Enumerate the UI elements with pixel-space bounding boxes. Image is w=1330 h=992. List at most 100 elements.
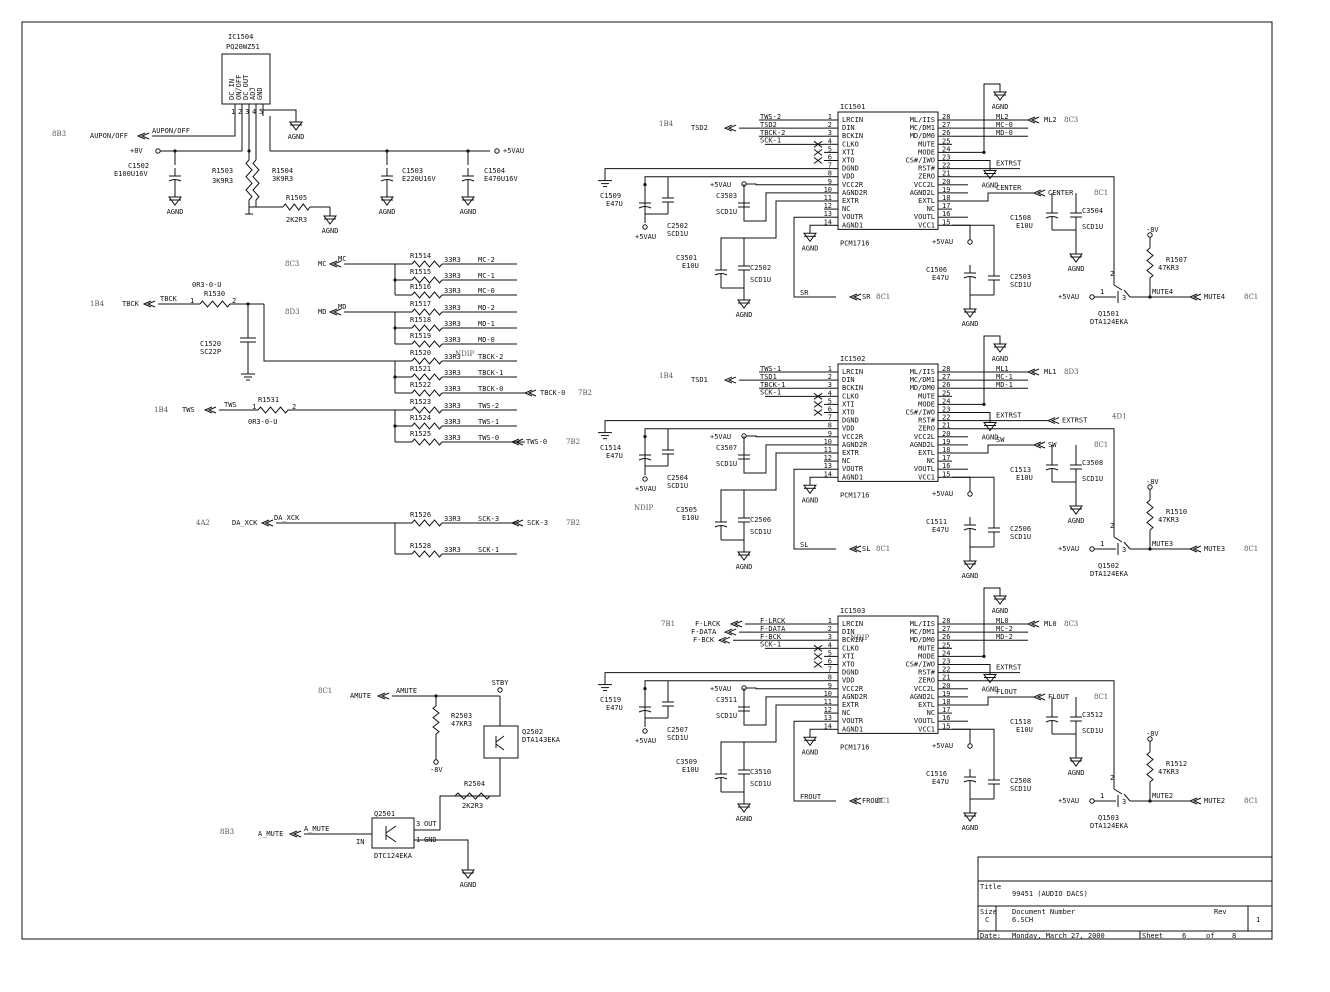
dac-left-pin: DGND: [842, 417, 859, 425]
junction-dot: [173, 149, 177, 153]
cap-ref: C1509: [600, 192, 621, 200]
sheet-ref: 8C1: [318, 687, 332, 695]
terminal-circle: [1089, 798, 1095, 804]
r1531-ref: R1531: [258, 396, 279, 404]
agnd-symbol: [803, 736, 817, 747]
pin-number: 3: [1122, 294, 1126, 302]
dac-left-pin: DGND: [842, 165, 859, 173]
cap-val: SCD1U: [716, 712, 737, 720]
cap-val: SCD1U: [1010, 533, 1031, 541]
terminal-circle: [967, 743, 973, 749]
pin-number: 1: [252, 403, 256, 411]
pin-number: 9: [828, 430, 832, 438]
sheet-ref: 4D1: [1112, 413, 1127, 421]
agnd-label: AGND: [982, 434, 999, 442]
resistor-ref: R1514: [410, 252, 431, 260]
md-port: [332, 308, 342, 316]
dac-right-pin: MD/DM0: [910, 132, 935, 140]
junction-dot: [393, 424, 397, 428]
pin-number: 14: [824, 218, 832, 226]
dac-lout-port: [1036, 441, 1046, 449]
wire: [793, 720, 836, 802]
mc-port: [332, 260, 342, 268]
pin-number: 17: [942, 454, 950, 462]
pin-number: 3: [416, 820, 420, 828]
dac-left-pin: LRCIN: [842, 116, 863, 124]
cap-ref: C2502: [750, 264, 771, 272]
sck3-port: [514, 519, 524, 527]
q-ref: Q1502: [1098, 562, 1119, 570]
pin-number: 14: [824, 722, 832, 730]
dac-right-pin: MODE: [918, 148, 935, 156]
mc-port: [328, 260, 338, 268]
pin-number: 11: [824, 194, 832, 202]
dac-left-pin: VDD: [842, 677, 855, 685]
dac-input-net: TBCK-1: [760, 381, 785, 389]
aupon-port-label: AUPON/OFF: [90, 132, 128, 140]
terminal-circle: [967, 239, 973, 245]
dac-rout-net: SR: [800, 289, 809, 297]
dac-left-pin: XTI: [842, 400, 855, 408]
c1503-val: E220U16V: [402, 175, 437, 183]
sck3-port: [510, 519, 520, 527]
cap-val: E47U: [932, 526, 949, 534]
of-value: 8: [1232, 932, 1236, 940]
sheet-ref: 8D3: [1064, 368, 1079, 376]
md-net: MD: [338, 303, 346, 311]
wire: [495, 735, 505, 743]
cap-ref: C1513: [1010, 466, 1031, 474]
pin-number: 20: [942, 178, 950, 186]
pin-number: 3: [245, 108, 249, 116]
pin-number: 23: [942, 658, 950, 666]
pin-number: 11: [824, 698, 832, 706]
agnd-symbol: [737, 299, 751, 309]
capacitor-plate: [1045, 720, 1059, 723]
date-label: Date:: [980, 932, 1001, 940]
resistor-val: 33R3: [444, 418, 461, 426]
dac-left-pin: NC: [842, 205, 850, 213]
agnd-symbol: [963, 308, 977, 318]
pin-number: 28: [942, 113, 950, 121]
pin-number: 12: [824, 202, 832, 210]
dac-right-pin: MODE: [918, 400, 935, 408]
ic1504-ref: IC1504: [228, 33, 253, 41]
agnd-label: AGND: [460, 881, 477, 889]
pin-number: 1: [190, 297, 194, 305]
wire: [495, 743, 505, 751]
cap-val: SCD1U: [667, 230, 688, 238]
pin-number: 5: [828, 397, 832, 405]
sheet-ref: 8C1: [1094, 693, 1108, 701]
dac-lout-net: CENTER: [996, 184, 1022, 192]
dac-right-net: ML1: [996, 365, 1009, 373]
pin-number: 24: [942, 397, 950, 405]
pin-number: 19: [942, 690, 950, 698]
resistor-net: TBCK-1: [478, 369, 503, 377]
pin-number: 5: [828, 145, 832, 153]
resistor-val: 33R3: [444, 287, 461, 295]
cap-val: SCD1U: [1082, 727, 1103, 735]
sheet-ref: 8C1: [876, 797, 890, 805]
q-part: DTA124EKA: [1090, 822, 1129, 830]
resistor-net: MD-0: [478, 336, 495, 344]
pin-number: 27: [942, 625, 950, 633]
pin-number: 3: [828, 381, 832, 389]
agnd-label: AGND: [322, 227, 339, 235]
cap-val: E47U: [932, 274, 949, 282]
agnd-symbol: [963, 812, 977, 822]
dac-left-pin: LRCIN: [842, 620, 863, 628]
plus8v-label: +8V: [130, 147, 143, 155]
dac-right-pin: VCC1: [918, 725, 935, 733]
a-mute-port-label: A_MUTE: [258, 830, 283, 838]
tws-net: TWS: [224, 401, 237, 409]
a-mute-port: [292, 830, 302, 838]
transistor-q2502: [483, 725, 519, 759]
title-block: Title 99451 (AUDIO DACS) Size C Document…: [977, 856, 1273, 940]
wire: [262, 109, 297, 118]
capacitor-plate: [380, 179, 394, 182]
da-xck-port-label: DA_XCK: [232, 519, 258, 527]
pin-number: 2: [238, 108, 242, 116]
dac-input-port-label: F-BCK: [693, 636, 715, 644]
da-xck-port: [264, 519, 274, 527]
dac-ml-port: [1026, 116, 1036, 124]
dac-right-pin: ZERO: [918, 173, 935, 181]
